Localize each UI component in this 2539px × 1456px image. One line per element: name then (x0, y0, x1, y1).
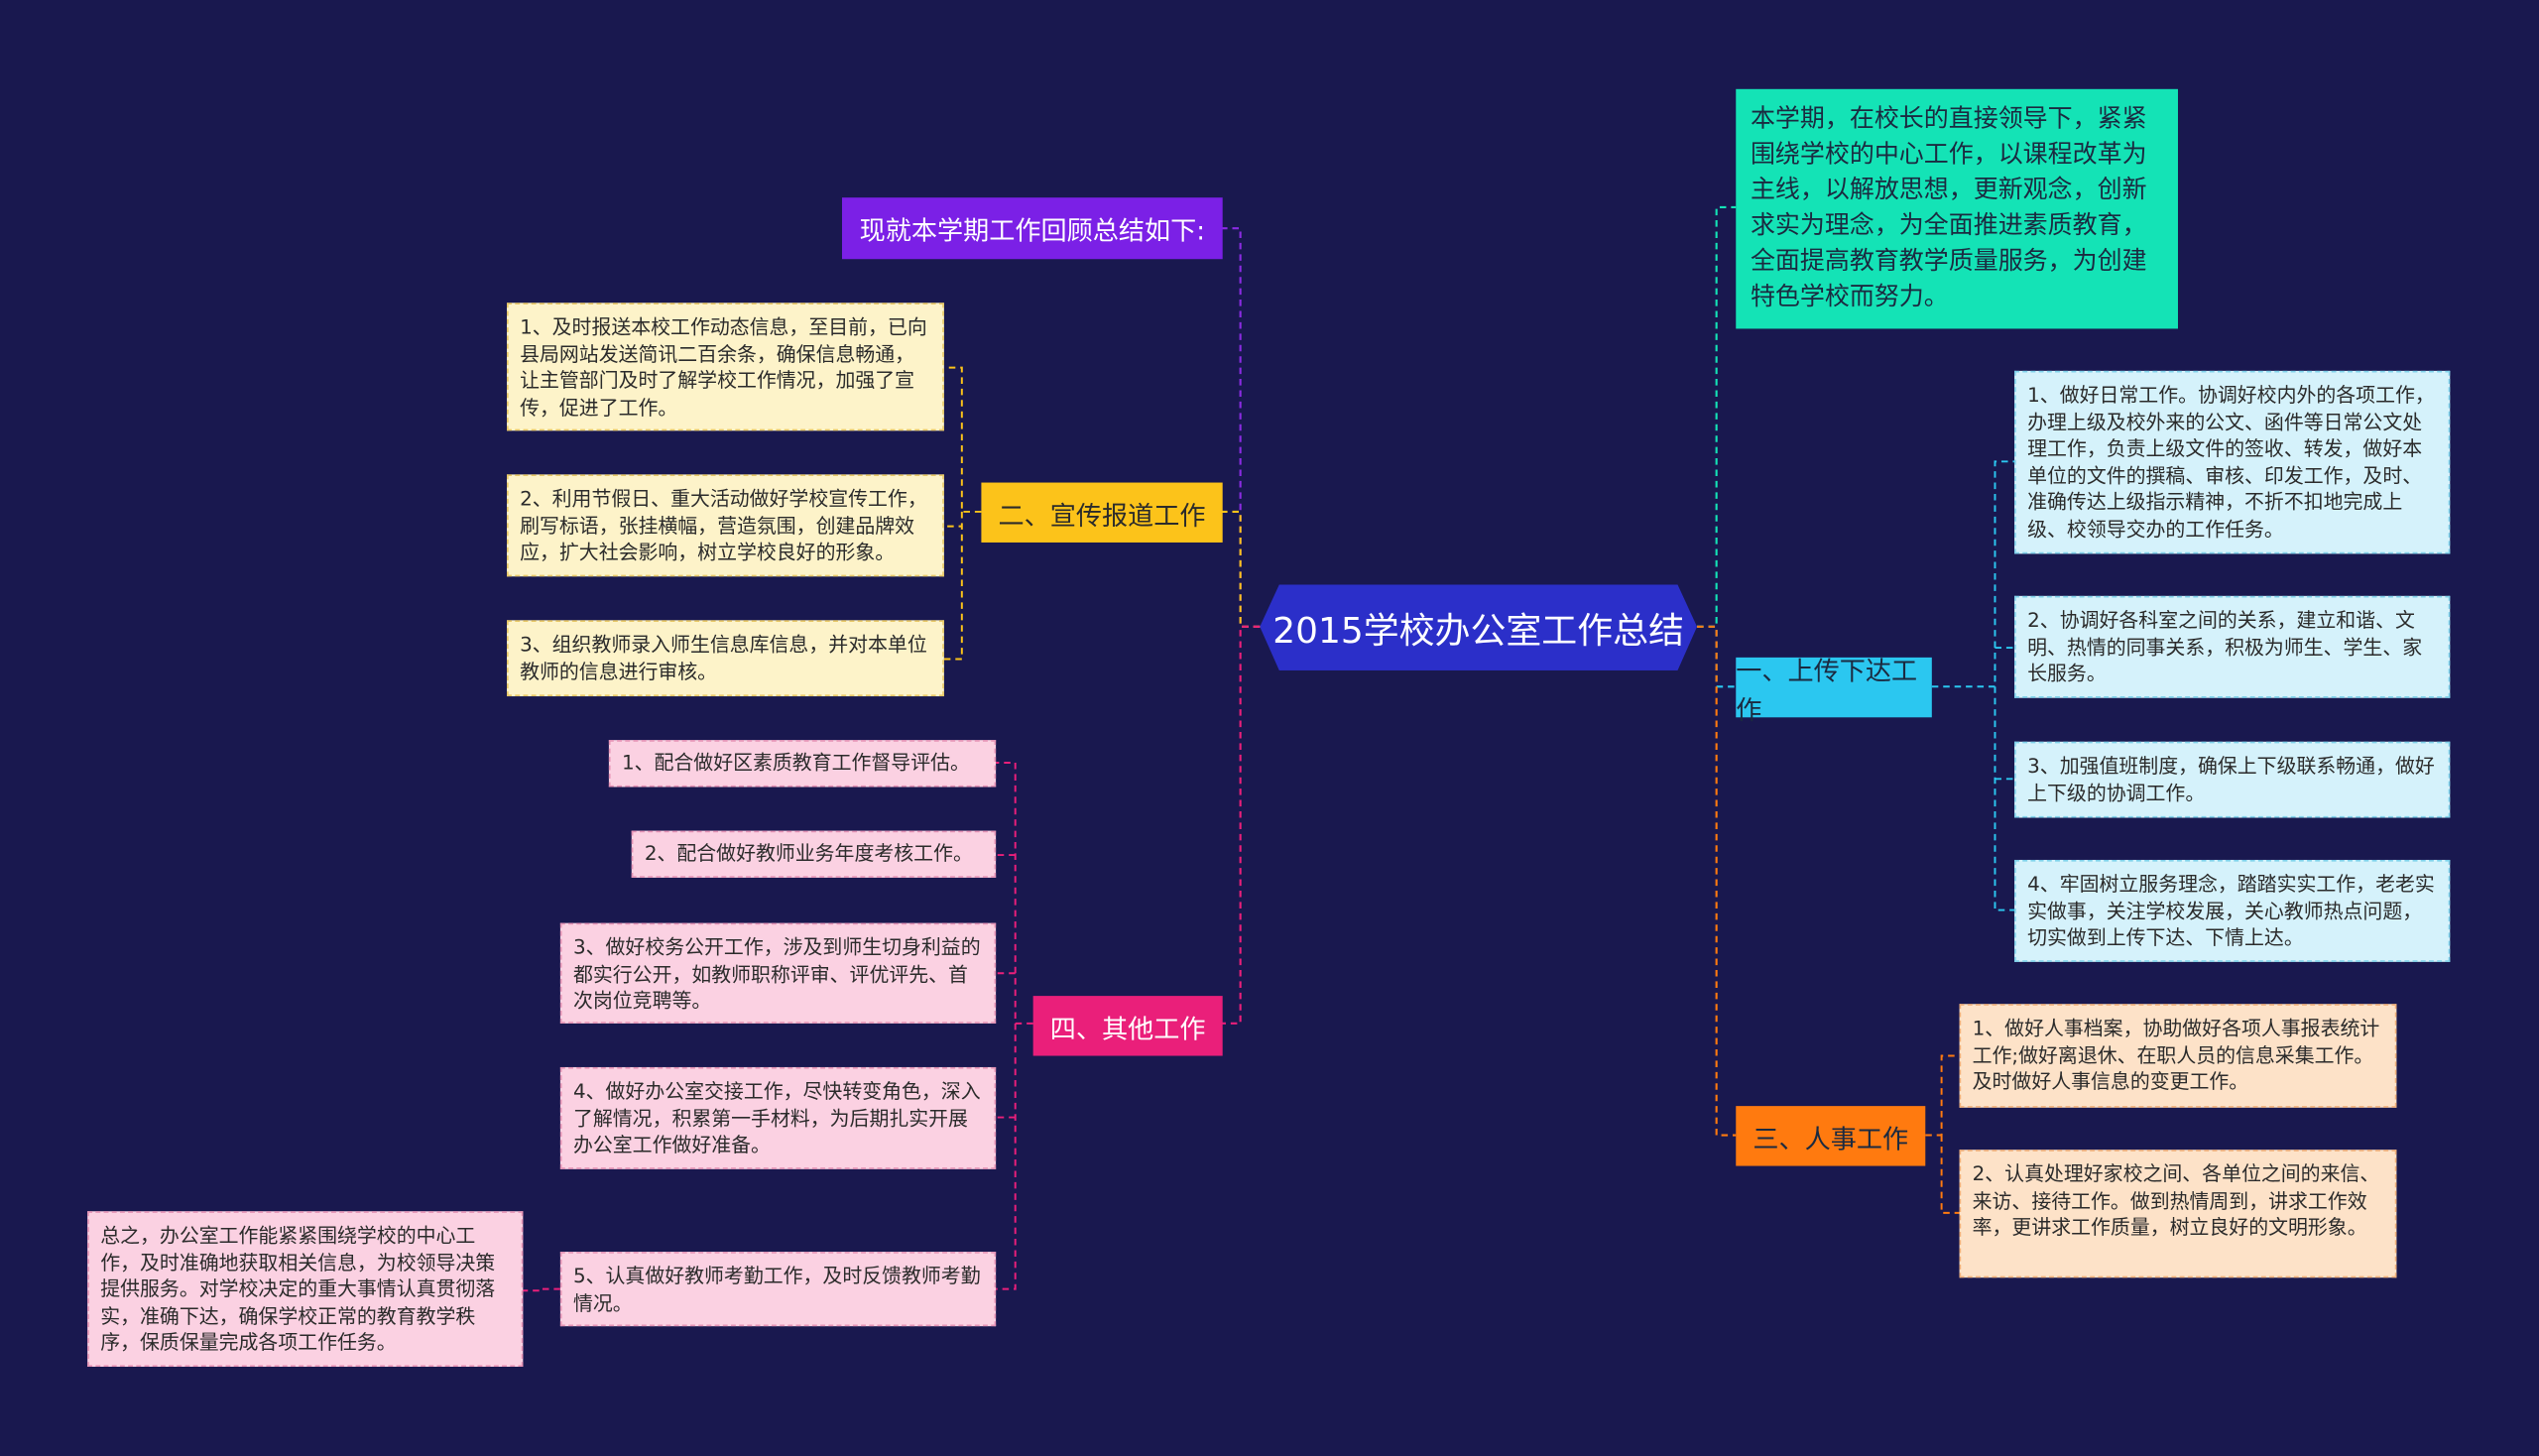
publicity-item-3[interactable]: 3、组织教师录入师生信息库信息，并对本单位教师的信息进行审核。 (507, 620, 944, 697)
personnel-item-1-text: 1、做好人事档案，协助做好各项人事报表统计工作;做好离退休、在职人员的信息采集工… (1972, 1017, 2380, 1094)
publicity-item-2-text: 2、利用节假日、重大活动做好学校宣传工作，刷写标语，张挂横幅，营造氛围，创建品牌… (520, 487, 927, 564)
other-item-2[interactable]: 2、配合做好教师业务年度考核工作。 (631, 830, 997, 878)
intro-text: 现就本学期工作回顾总结如下: (859, 215, 1206, 247)
publicity-item-3-text: 3、组织教师录入师生信息库信息，并对本单位教师的信息进行审核。 (520, 633, 927, 683)
other-item-1-text: 1、配合做好区素质教育工作督导评估。 (621, 751, 970, 775)
communication-item-4[interactable]: 4、牢固树立服务理念，踏踏实实工作，老老实实做事，关注学校发展，关心教师热点问题… (2014, 859, 2451, 962)
communication-item-2-text: 2、协调好各科室之间的关系，建立和谐、文明、热情的同事关系，积极为师生、学生、家… (2027, 608, 2423, 685)
communication-item-1[interactable]: 1、做好日常工作。协调好校内外的各项工作，办理上级及校外来的公文、函件等日常公文… (2014, 370, 2451, 554)
branch-communication[interactable]: 一、上传下达工作 (1736, 655, 1932, 725)
other-conclusion-text: 总之，办公室工作能紧紧围绕学校的中心工作，及时准确地获取相关信息，为校领导决策提… (100, 1224, 496, 1354)
branch-publicity-label: 二、宣传报道工作 (998, 499, 1206, 531)
publicity-item-1-text: 1、及时报送本校工作动态信息，至目前，已向县局网站发送简讯二百余条，确保信息畅通… (520, 315, 927, 420)
branch-personnel[interactable]: 三、人事工作 (1736, 1106, 1926, 1166)
other-item-4[interactable]: 4、做好办公室交接工作，尽快转变角色，深入了解情况，积累第一手材料，为后期扎实开… (559, 1066, 997, 1169)
other-item-1[interactable]: 1、配合做好区素质教育工作督导评估。 (608, 740, 997, 788)
connector-publicity (1221, 510, 1261, 628)
branch-other[interactable]: 四、其他工作 (1032, 996, 1223, 1056)
connector-other-leaves (996, 762, 1033, 1290)
personnel-item-2[interactable]: 2、认真处理好家校之间、各单位之间的来信、来访、接待工作。做到热情周到，讲求工作… (1959, 1150, 2397, 1278)
branch-other-label: 四、其他工作 (1049, 1013, 1206, 1044)
other-item-3-text: 3、做好校务公开工作，涉及到师生切身利益的都实行公开，如教师职称评审、评优评先、… (572, 935, 981, 1013)
central-topic[interactable]: 2015学校办公室工作总结 (1260, 584, 1698, 670)
other-item-4-text: 4、做好办公室交接工作，尽快转变角色，深入了解情况，积累第一手材料，为后期扎实开… (572, 1080, 981, 1156)
communication-item-3[interactable]: 3、加强值班制度，确保上下级联系畅通，做好上下级的协调工作。 (2014, 741, 2451, 818)
summary-node[interactable]: 本学期，在校长的直接领导下，紧紧围绕学校的中心工作，以课程改革为主线，以解放思想… (1736, 88, 2178, 329)
other-item-2-text: 2、配合做好教师业务年度考核工作。 (644, 842, 973, 865)
other-item-3[interactable]: 3、做好校务公开工作，涉及到师生切身利益的都实行公开，如教师职称评审、评优评先、… (559, 922, 997, 1024)
connector-personnel-leaves (1925, 1054, 1960, 1214)
communication-item-3-text: 3、加强值班制度，确保上下级联系畅通，做好上下级的协调工作。 (2027, 754, 2435, 804)
connector-personnel (1697, 625, 1737, 1137)
connector-communication-leaves (1931, 460, 2015, 911)
connector-conclusion (523, 1287, 560, 1292)
other-item-5-text: 5、认真做好教师考勤工作，及时反馈教师考勤情况。 (572, 1265, 981, 1314)
connector-intro (1221, 227, 1261, 628)
personnel-item-1[interactable]: 1、做好人事档案，协助做好各项人事报表统计工作;做好离退休、在职人员的信息采集工… (1959, 1004, 2397, 1108)
personnel-item-2-text: 2、认真处理好家校之间、各单位之间的来信、来访、接待工作。做到热情周到，讲求工作… (1972, 1162, 2380, 1240)
connector-summary (1697, 205, 1737, 628)
other-conclusion[interactable]: 总之，办公室工作能紧紧围绕学校的中心工作，及时准确地获取相关信息，为校领导决策提… (87, 1211, 524, 1367)
summary-text: 本学期，在校长的直接领导下，紧紧围绕学校的中心工作，以课程改革为主线，以解放思想… (1750, 103, 2147, 311)
branch-publicity[interactable]: 二、宣传报道工作 (981, 482, 1223, 543)
communication-item-2[interactable]: 2、协调好各科室之间的关系，建立和谐、文明、热情的同事关系，积极为师生、学生、家… (2014, 595, 2451, 698)
connector-publicity-leaves (943, 366, 982, 661)
publicity-item-1[interactable]: 1、及时报送本校工作动态信息，至目前，已向县局网站发送简讯二百余条，确保信息畅通… (507, 303, 944, 431)
publicity-item-2[interactable]: 2、利用节假日、重大活动做好学校宣传工作，刷写标语，张挂横幅，营造氛围，创建品牌… (507, 474, 944, 577)
communication-item-4-text: 4、牢固树立服务理念，踏踏实实工作，老老实实做事，关注学校发展，关心教师热点问题… (2027, 873, 2435, 949)
communication-item-1-text: 1、做好日常工作。协调好校内外的各项工作，办理上级及校外来的公文、函件等日常公文… (2027, 383, 2435, 541)
connector-other (1221, 625, 1261, 1025)
branch-personnel-label: 三、人事工作 (1753, 1123, 1909, 1154)
other-item-5[interactable]: 5、认真做好教师考勤工作，及时反馈教师考勤情况。 (559, 1252, 997, 1327)
central-topic-title: 2015学校办公室工作总结 (1272, 611, 1685, 653)
branch-communication-label: 一、上传下达工作 (1736, 655, 1918, 725)
intro-node[interactable]: 现就本学期工作回顾总结如下: (842, 197, 1223, 260)
